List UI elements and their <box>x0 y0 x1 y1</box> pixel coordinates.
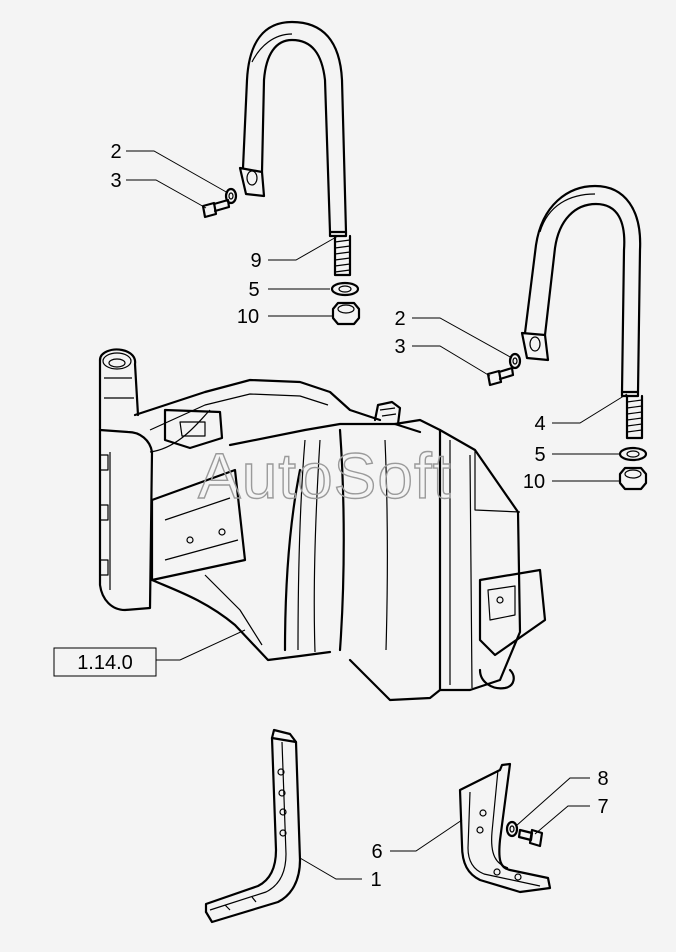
callout-2: 2 <box>110 141 121 163</box>
leader-lines <box>126 150 628 880</box>
callout-3b: 3 <box>394 336 405 358</box>
washer-part-5 <box>330 281 360 297</box>
strap-part-4 <box>520 184 644 440</box>
callout-4: 4 <box>534 413 545 435</box>
fuel-tank-assembly <box>98 348 547 702</box>
bolt-part-3 <box>201 198 231 219</box>
nut-part-10b <box>618 466 648 491</box>
bolt-part-7 <box>517 828 544 848</box>
washer-part-8 <box>505 820 519 838</box>
reference-label: 1.14.0 <box>77 652 133 674</box>
watermark-text: AutoSoft <box>198 440 452 512</box>
callout-5b: 5 <box>534 444 545 466</box>
nut-part-10 <box>331 301 361 326</box>
callout-2b: 2 <box>394 308 405 330</box>
callout-7: 7 <box>597 796 608 818</box>
strap-part-9 <box>238 20 352 277</box>
callout-8: 8 <box>597 768 608 790</box>
reference-box[interactable]: 1.14.0 <box>53 647 157 677</box>
callout-6: 6 <box>371 841 382 863</box>
callout-3: 3 <box>110 170 121 192</box>
bolt-part-3b <box>486 366 515 387</box>
bracket-part-1 <box>204 728 302 924</box>
washer-part-2b <box>508 352 522 370</box>
callout-10b: 10 <box>523 471 545 493</box>
callout-1: 1 <box>370 869 381 891</box>
callout-9: 9 <box>250 250 261 272</box>
callout-5: 5 <box>248 279 259 301</box>
bracket-part-6 <box>458 762 552 894</box>
washer-part-2 <box>224 187 238 205</box>
callout-10: 10 <box>237 306 259 328</box>
washer-part-5b <box>618 446 648 462</box>
